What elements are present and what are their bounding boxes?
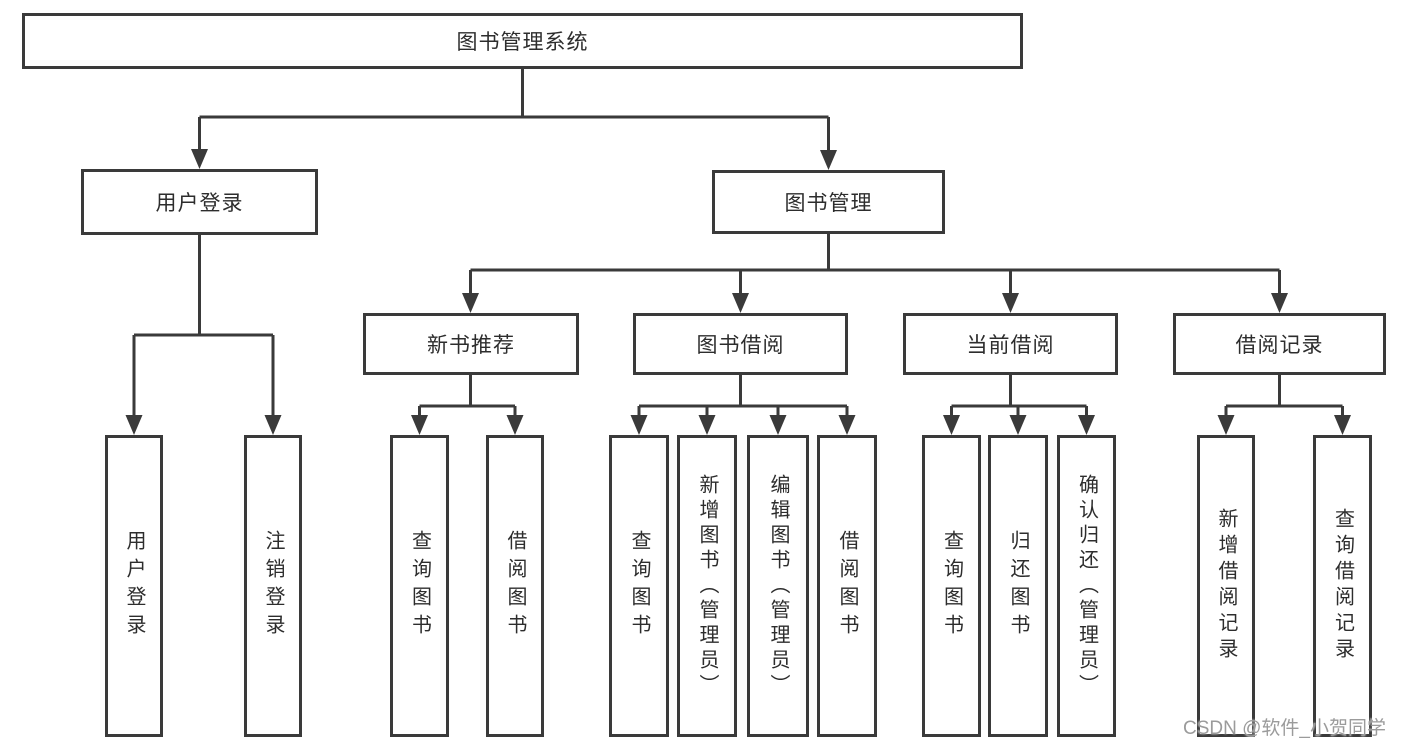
leaf-borrow-book-2: 借阅图书 (817, 435, 877, 737)
node-book-borrow: 图书借阅 (633, 313, 848, 375)
leaf-logout: 注销登录 (244, 435, 302, 737)
leaf-user-login: 用户登录 (105, 435, 163, 737)
node-book-management: 图书管理 (712, 170, 945, 234)
node-borrow-records: 借阅记录 (1173, 313, 1386, 375)
leaf-borrow-book-1: 借阅图书 (486, 435, 544, 737)
node-new-book-recommend: 新书推荐 (363, 313, 579, 375)
leaf-query-borrow-record: 查询借阅记录 (1313, 435, 1372, 737)
leaf-query-book-2: 查询图书 (609, 435, 669, 737)
leaf-confirm-return-admin: 确认归还（管理员） (1057, 435, 1116, 737)
leaf-query-book-3: 查询图书 (922, 435, 981, 737)
node-current-borrow: 当前借阅 (903, 313, 1118, 375)
node-library-system: 图书管理系统 (22, 13, 1023, 69)
csdn-watermark: CSDN @软件_小贺同学 (1183, 718, 1386, 739)
leaf-add-book-admin: 新增图书（管理员） (677, 435, 737, 737)
leaf-edit-book-admin: 编辑图书（管理员） (747, 435, 809, 737)
leaf-return-book: 归还图书 (988, 435, 1048, 737)
node-user-login: 用户登录 (81, 169, 318, 235)
leaf-query-book-1: 查询图书 (390, 435, 449, 737)
leaf-add-borrow-record: 新增借阅记录 (1197, 435, 1255, 737)
